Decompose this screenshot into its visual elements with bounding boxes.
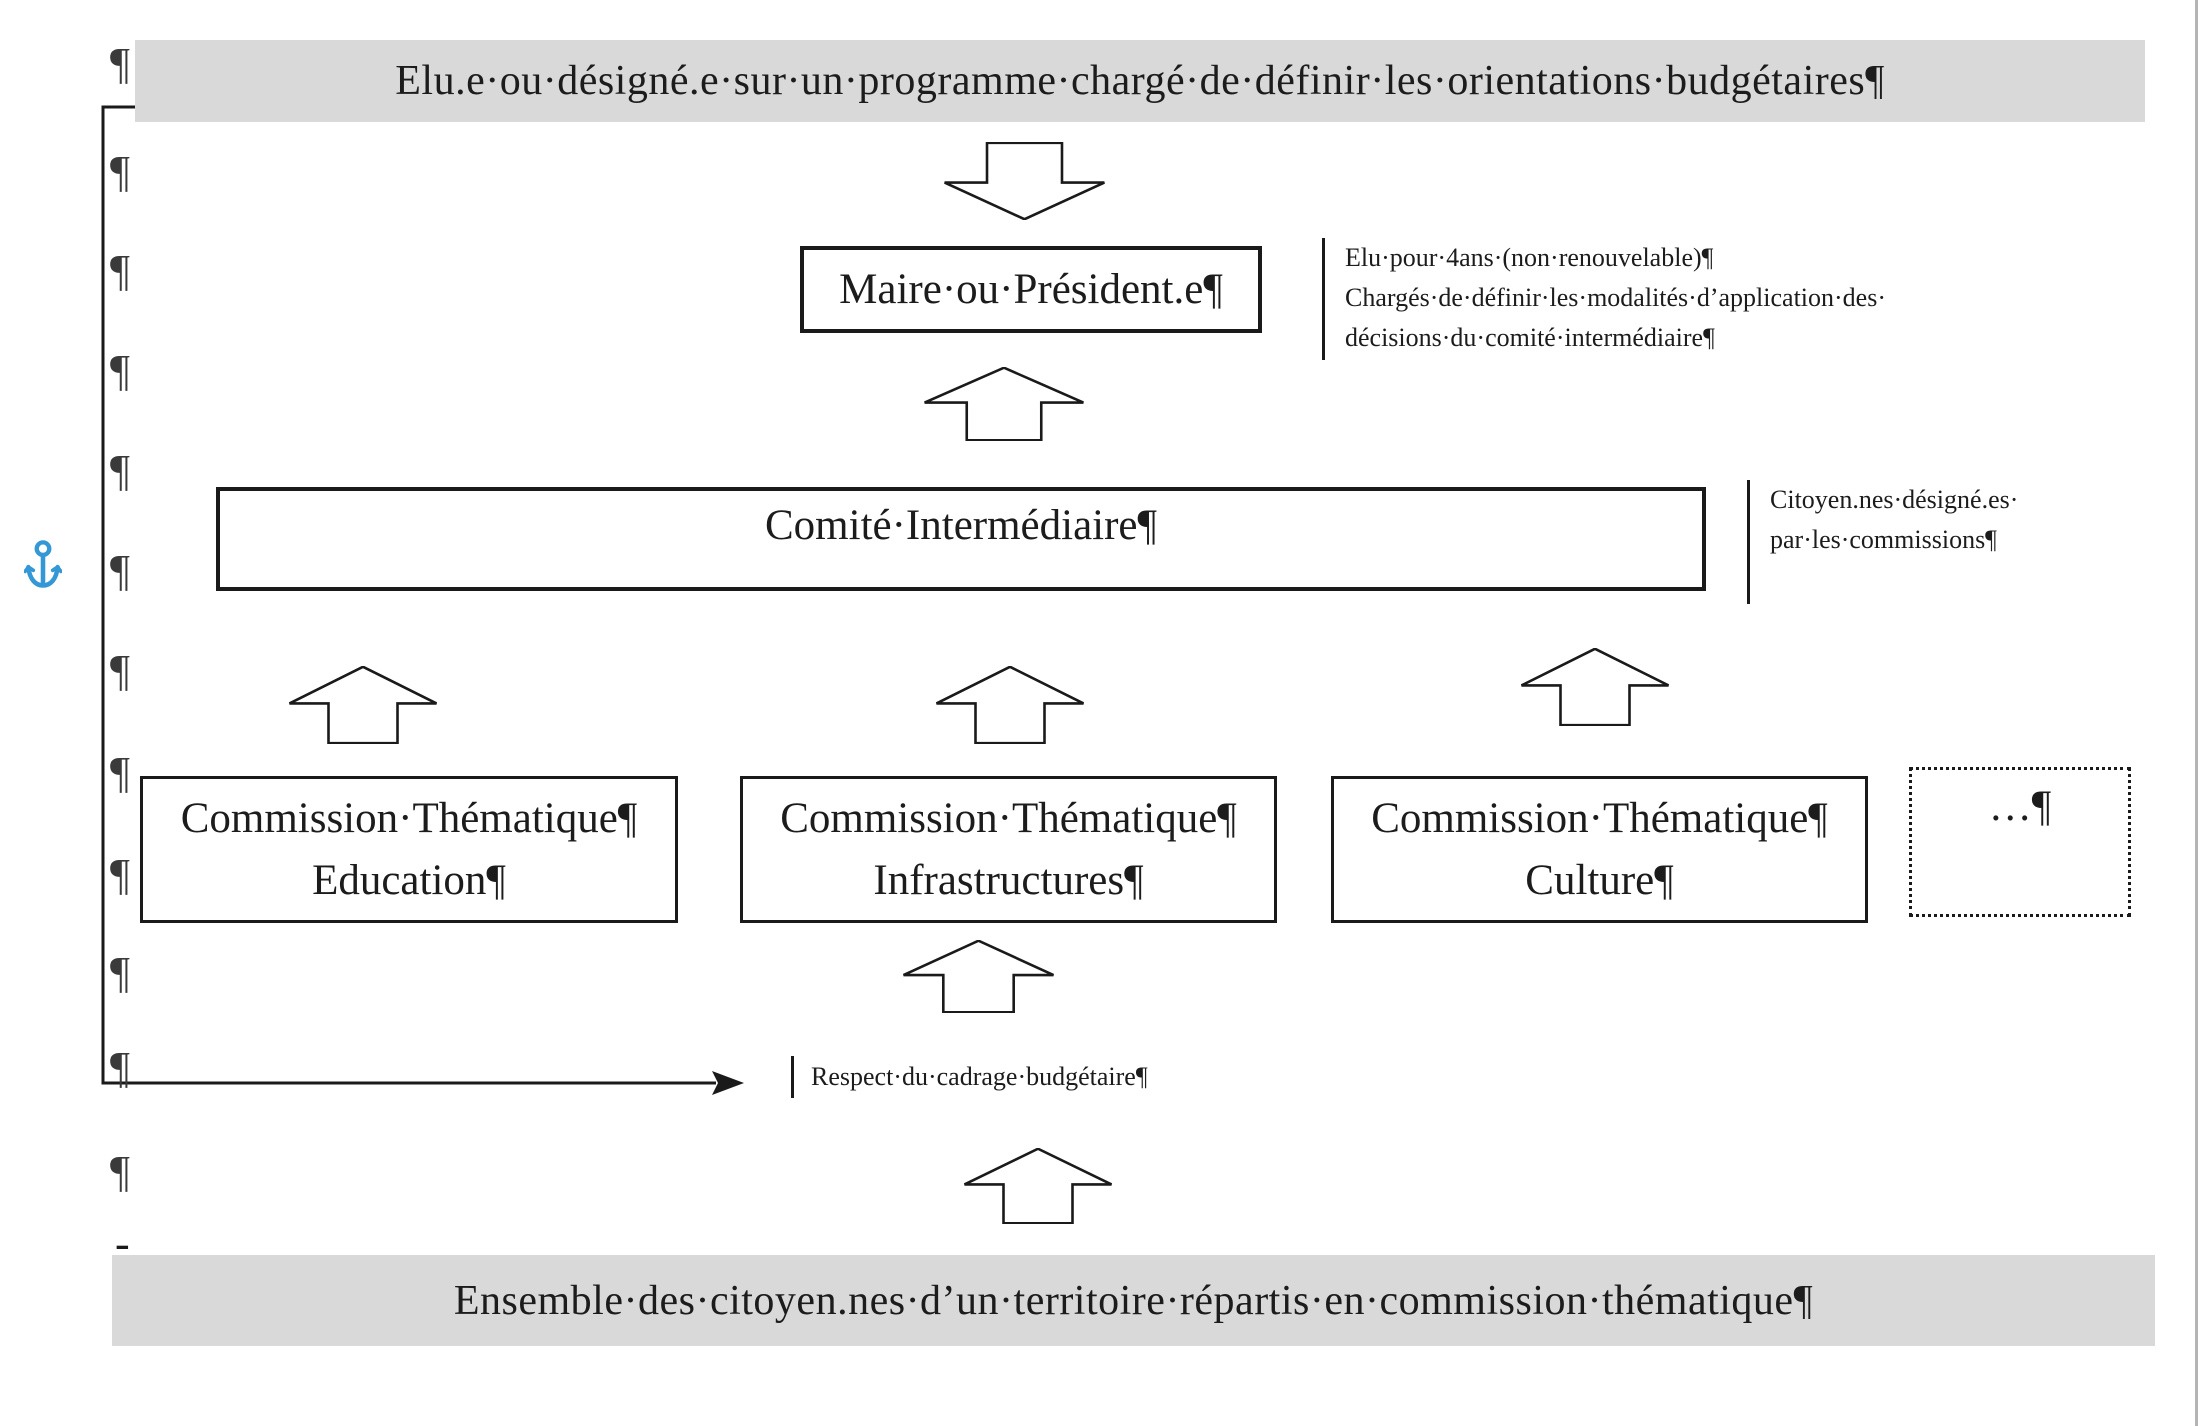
maire-box-text: Maire·ou·Président.e¶ <box>839 266 1223 313</box>
pilcrow-mark: ¶ <box>110 446 130 495</box>
bottom-banner-text: Ensemble·des·citoyen.nes·d’un·territoire… <box>453 1277 1814 1324</box>
pilcrow-mark: ¶ <box>110 1147 130 1196</box>
commission-box-infrastructures[interactable]: Commission·Thématique¶ Infrastructures¶ <box>740 776 1277 923</box>
pilcrow-mark: ¶ <box>110 646 130 695</box>
pilcrow-mark: ¶ <box>110 39 130 88</box>
commission-box-culture[interactable]: Commission·Thématique¶ Culture¶ <box>1331 776 1868 923</box>
commission-line1: Commission·Thématique¶ <box>1371 794 1828 842</box>
maire-note-line: décisions·du·comité·intermédiaire¶ <box>1345 323 1715 352</box>
pilcrow-mark: ¶ <box>110 346 130 395</box>
top-banner-text: Elu.e·ou·désigné.e·sur·un·programme·char… <box>395 58 1885 104</box>
block-arrow-up-icon[interactable] <box>923 367 1085 441</box>
ellipsis-box[interactable]: …¶ <box>1909 767 2131 917</box>
commission-line1: Commission·Thématique¶ <box>780 794 1237 842</box>
pilcrow-mark: ¶ <box>110 748 130 797</box>
top-banner[interactable]: Elu.e·ou·désigné.e·sur·un·programme·char… <box>135 40 2145 122</box>
comite-note[interactable]: Citoyen.nes·désigné.es· par·les·commissi… <box>1747 480 2018 604</box>
budget-note[interactable]: Respect·du·cadrage·budgétaire¶ <box>791 1056 1148 1098</box>
budget-note-text: Respect·du·cadrage·budgétaire¶ <box>811 1062 1148 1091</box>
block-arrow-up-icon[interactable] <box>902 940 1055 1013</box>
commission-line2: Culture¶ <box>1525 856 1674 904</box>
maire-box[interactable]: Maire·ou·Président.e¶ <box>800 246 1262 333</box>
comite-box-text: Comité·Intermédiaire¶ <box>765 502 1157 549</box>
pilcrow-mark: ¶ <box>110 246 130 295</box>
commission-line1: Commission·Thématique¶ <box>180 794 638 842</box>
dash-mark: - <box>115 1219 130 1268</box>
ellipsis-box-text: …¶ <box>1988 783 2052 830</box>
pilcrow-mark: ¶ <box>110 147 130 196</box>
commission-line2: Education¶ <box>312 856 506 904</box>
comite-box[interactable]: Comité·Intermédiaire¶ <box>216 487 1706 591</box>
comite-note-line: Citoyen.nes·désigné.es· <box>1770 485 2019 514</box>
pilcrow-mark: ¶ <box>110 1043 130 1092</box>
anchor-icon[interactable] <box>24 540 62 592</box>
commission-box-education[interactable]: Commission·Thématique¶ Education¶ <box>140 776 678 923</box>
bottom-banner[interactable]: Ensemble·des·citoyen.nes·d’un·territoire… <box>112 1255 2155 1346</box>
maire-note[interactable]: Elu·pour·4ans·(non·renouvelable)¶ Chargé… <box>1322 238 1886 360</box>
comite-note-line: par·les·commissions¶ <box>1770 525 1997 554</box>
commission-line2: Infrastructures¶ <box>873 856 1144 904</box>
pilcrow-mark: ¶ <box>110 948 130 997</box>
block-arrow-up-icon[interactable] <box>963 1148 1113 1224</box>
maire-note-line: Chargés·de·définir·les·modalités·d’appli… <box>1345 283 1886 312</box>
block-arrow-up-icon[interactable] <box>935 666 1085 744</box>
page-edge-line <box>2195 0 2198 1426</box>
pilcrow-mark: ¶ <box>110 546 130 595</box>
block-arrow-up-icon[interactable] <box>288 666 438 744</box>
block-arrow-up-icon[interactable] <box>1520 648 1670 726</box>
pilcrow-mark: ¶ <box>110 850 130 899</box>
maire-note-line: Elu·pour·4ans·(non·renouvelable)¶ <box>1345 243 1714 272</box>
block-arrow-down-icon[interactable] <box>943 142 1106 220</box>
